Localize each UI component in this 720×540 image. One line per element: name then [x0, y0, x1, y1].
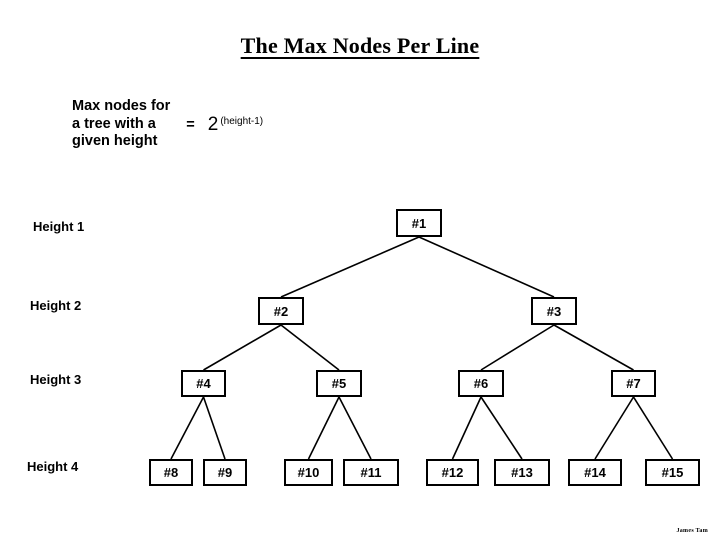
page-title: The Max Nodes Per Line — [240, 33, 480, 58]
tree-node-12: #12 — [426, 459, 479, 486]
tree-edge-6-to-12 — [451, 396, 482, 460]
tree-node-1: #1 — [396, 209, 442, 237]
tree-node-6: #6 — [458, 370, 504, 397]
tree-edge-1-to-3 — [418, 236, 555, 298]
tree-node-13: #13 — [494, 459, 550, 486]
tree-edge-6-to-13 — [480, 396, 523, 460]
height-label-3: Height 3 — [30, 372, 82, 387]
tree-edge-5-to-10 — [307, 396, 340, 460]
tree-node-14: #14 — [568, 459, 622, 486]
tree-node-11: #11 — [343, 459, 399, 486]
height-label-1: Height 1 — [33, 219, 85, 234]
tree-node-4: #4 — [181, 370, 226, 397]
formula-base-number: 2 — [207, 113, 219, 135]
tree-edge-3-to-7 — [553, 324, 634, 371]
height-label-4: Height 4 — [27, 459, 79, 474]
tree-edge-2-to-4 — [203, 324, 282, 371]
tree-edge-3-to-6 — [480, 324, 555, 371]
tree-node-8: #8 — [149, 459, 193, 486]
formula-exponent: (height-1) — [220, 116, 264, 127]
tree-edge-4-to-8 — [170, 396, 205, 460]
formula-equals-sign: = — [186, 117, 195, 134]
author-credit: James Tam — [676, 528, 708, 534]
tree-node-2: #2 — [258, 297, 304, 325]
tree-node-7: #7 — [611, 370, 656, 397]
max-nodes-formula: Max nodes for a tree with a given height… — [72, 98, 263, 151]
tree-node-5: #5 — [316, 370, 362, 397]
tree-edge-7-to-14 — [594, 396, 635, 460]
tree-edge-1-to-2 — [280, 236, 420, 298]
tree-node-9: #9 — [203, 459, 247, 486]
tree-edge-5-to-11 — [338, 396, 372, 460]
tree-node-10: #10 — [284, 459, 333, 486]
tree-node-3: #3 — [531, 297, 577, 325]
tree-node-15: #15 — [645, 459, 700, 486]
tree-edge-2-to-5 — [280, 324, 340, 371]
tree-edge-7-to-15 — [632, 396, 674, 460]
height-label-2: Height 2 — [30, 298, 82, 313]
formula-description: Max nodes for a tree with a given height — [72, 98, 171, 149]
tree-edge-4-to-9 — [202, 396, 226, 460]
